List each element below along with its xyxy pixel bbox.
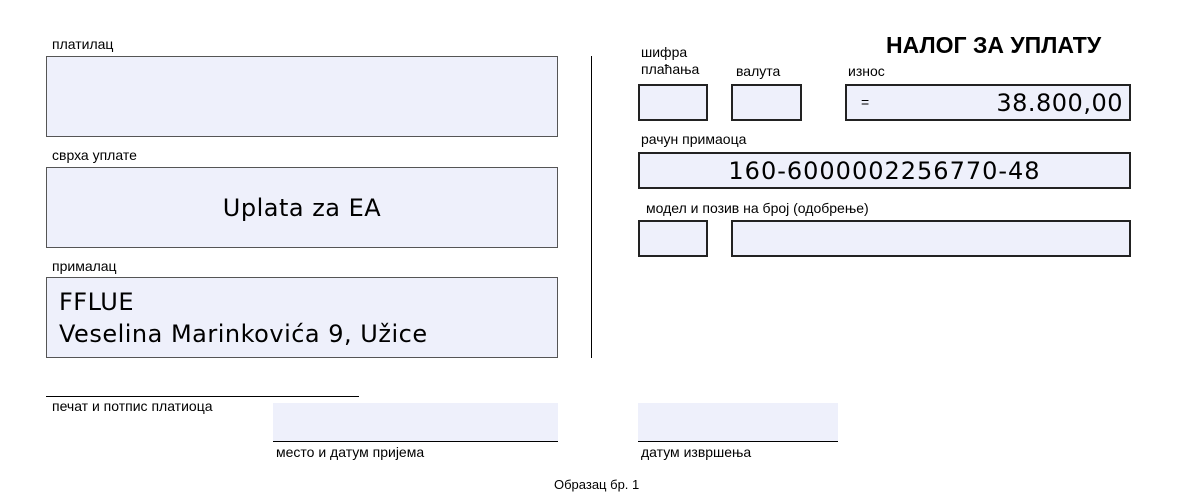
reference-label: модел и позив на број (одобрење) — [646, 200, 869, 216]
payment-code-label-2: плаћања — [641, 61, 700, 77]
payer-field[interactable] — [46, 56, 558, 137]
execution-date-label: датум извршења — [641, 444, 752, 460]
signature-label: печат и потпис платиоца — [52, 398, 213, 414]
reference-number-field[interactable] — [731, 220, 1131, 257]
column-divider — [591, 56, 592, 358]
currency-label: валута — [736, 63, 781, 79]
purpose-field[interactable]: Uplata za EA — [46, 167, 558, 248]
place-date-label: место и датум пријема — [276, 444, 425, 460]
recipient-field[interactable]: FFLUE Veselina Marinkovića 9, Užice — [46, 277, 558, 358]
amount-prefix: = — [861, 94, 870, 110]
form-title: НАЛОГ ЗА УПЛАТУ — [886, 32, 1102, 58]
amount-field[interactable]: = 38.800,00 — [845, 84, 1131, 121]
reference-model-field[interactable] — [638, 220, 708, 257]
place-date-line — [273, 441, 558, 442]
payment-code-field[interactable] — [638, 84, 708, 121]
recipient-address: Veselina Marinkovića 9, Užice — [59, 320, 428, 348]
execution-date-line — [638, 441, 838, 442]
signature-line — [46, 396, 359, 397]
execution-date-field[interactable] — [638, 403, 838, 441]
currency-field[interactable] — [731, 84, 802, 121]
recipient-account-field[interactable]: 160-6000002256770-48 — [638, 152, 1131, 189]
payment-code-label-1: шифра — [641, 44, 688, 60]
purpose-value: Uplata za EA — [222, 193, 382, 222]
recipient-account-value: 160-6000002256770-48 — [728, 156, 1041, 185]
form-footer: Образац бр. 1 — [554, 477, 640, 492]
amount-value: 38.800,00 — [996, 89, 1123, 117]
recipient-account-label: рачун примаоца — [641, 131, 747, 147]
purpose-label: сврха уплате — [52, 147, 137, 163]
recipient-name: FFLUE — [59, 288, 135, 316]
recipient-label: прималац — [52, 258, 117, 274]
place-date-field[interactable] — [273, 403, 558, 441]
amount-label: износ — [848, 63, 885, 79]
payer-label: платилац — [52, 36, 114, 52]
